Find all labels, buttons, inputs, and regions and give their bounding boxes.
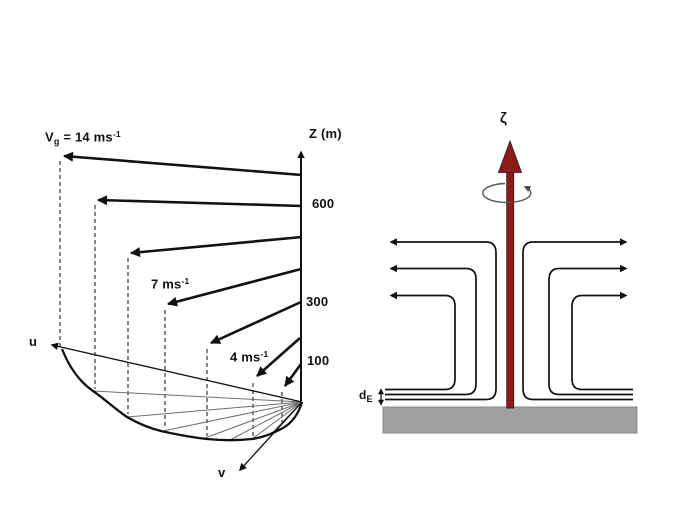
z-axis-label: Z (m) xyxy=(309,126,342,141)
z-tick-600: 600 xyxy=(312,196,335,211)
streamline-left-middle xyxy=(385,264,477,396)
label-superscript: -1 xyxy=(112,129,121,139)
wind-vector-300m xyxy=(210,300,302,345)
vorticity-arrow-head xyxy=(497,139,523,173)
label-part: V xyxy=(45,129,54,145)
fan-line xyxy=(92,390,303,403)
ekman-spiral-curve xyxy=(60,348,304,442)
v-axis-label: v xyxy=(218,465,226,480)
streamline-right-inner xyxy=(571,291,633,391)
fan-line xyxy=(162,401,303,432)
v-axis xyxy=(238,401,303,472)
label-superscript: -1 xyxy=(181,276,190,286)
streamline-left-outer xyxy=(385,238,497,401)
wind-vector-400m xyxy=(167,267,302,307)
label-superscript: -1 xyxy=(260,349,269,359)
wind-7-label: 7 ms-1 xyxy=(151,277,189,291)
label-part: 7 ms xyxy=(151,276,182,292)
label-part: 4 ms xyxy=(230,349,261,365)
ground-surface xyxy=(382,406,638,434)
wind-vector-200m xyxy=(256,337,301,377)
label-subscript: E xyxy=(366,394,373,404)
fan-line xyxy=(204,401,303,439)
streamlines-right xyxy=(522,238,633,401)
vorticity-arrow xyxy=(497,139,523,409)
streamline-left-inner xyxy=(385,291,456,391)
fan-line xyxy=(126,401,303,418)
geostrophic-wind-label: Vg = 14 ms-1 xyxy=(45,130,121,147)
vorticity-symbol-label: ζ xyxy=(500,110,508,127)
u-axis-label: u xyxy=(29,334,38,349)
streamlines-left xyxy=(385,238,497,401)
wind-vector-arrows xyxy=(63,151,303,387)
ekman-depth-label: dE xyxy=(359,389,373,404)
wind-4-label: 4 ms-1 xyxy=(230,350,268,364)
wind-vector-600m xyxy=(97,195,303,208)
wind-vector-100m xyxy=(283,363,303,387)
ekman-pumping-diagram xyxy=(378,139,638,434)
vorticity-arrow-shaft xyxy=(506,170,515,409)
fan-line xyxy=(251,401,303,440)
rotation-direction-icon xyxy=(482,182,532,204)
z-tick-300: 300 xyxy=(306,294,329,309)
label-part: d xyxy=(359,388,367,402)
u-axis xyxy=(50,342,303,403)
ekman-spiral-diagram xyxy=(50,150,305,472)
label-subscript: g xyxy=(53,136,60,147)
streamline-right-middle xyxy=(548,264,633,396)
label-part: = 14 ms xyxy=(59,129,113,145)
z-tick-100: 100 xyxy=(307,353,330,368)
wind-vector-geostrophic xyxy=(63,151,303,177)
fan-line xyxy=(229,401,303,441)
wind-vector-500m xyxy=(130,235,303,258)
streamline-right-outer xyxy=(522,238,633,401)
